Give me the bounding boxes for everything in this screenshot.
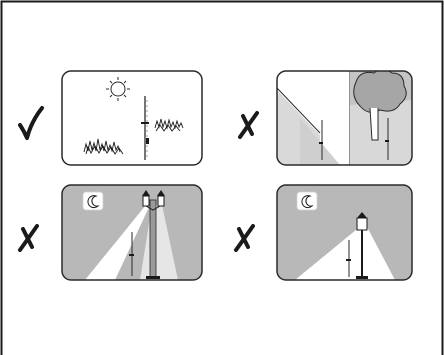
cross-icon	[240, 113, 257, 137]
panel-lamp-post-night	[277, 185, 412, 280]
panel-shaded-location	[277, 70, 412, 166]
moon-icon	[83, 192, 103, 210]
moon-icon	[297, 192, 317, 210]
checkmark-icon	[20, 108, 42, 138]
panel-sunny-field	[62, 71, 202, 165]
panel-under-street-lamp	[62, 185, 202, 280]
cross-icon	[236, 226, 253, 250]
cross-icon	[20, 226, 37, 250]
